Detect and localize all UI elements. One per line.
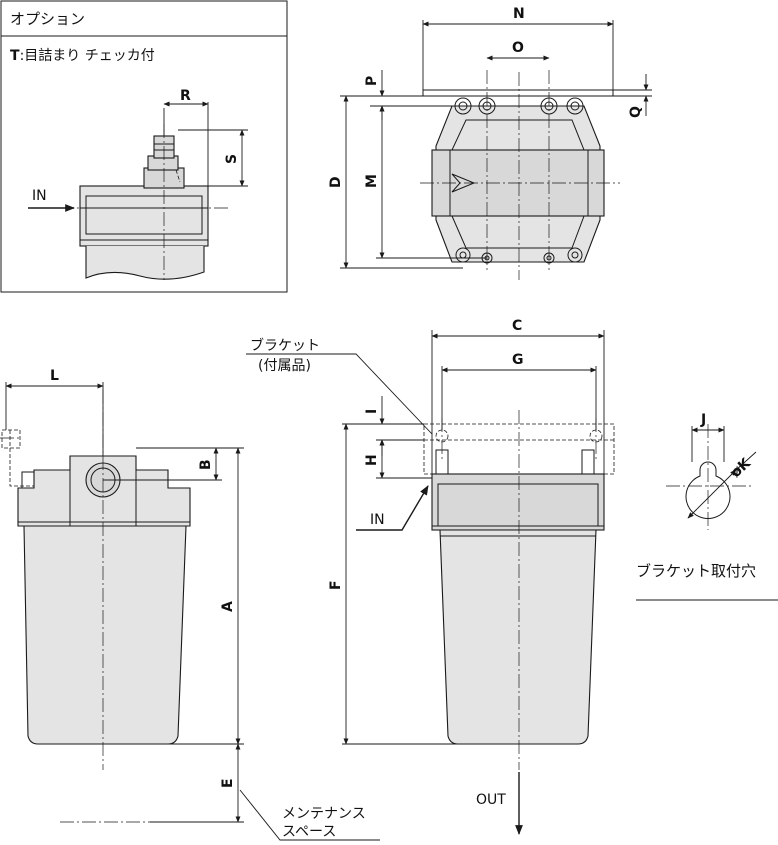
option-code: T <box>10 48 20 64</box>
dim-B: B <box>198 459 214 470</box>
dim-F: F <box>328 580 344 590</box>
side-view: L B A E メンテナンス スペース <box>0 368 380 841</box>
option-box-title: オプション <box>10 10 85 28</box>
dim-D: D <box>328 176 344 188</box>
dim-E: E <box>220 778 236 788</box>
dim-P: P <box>364 76 380 86</box>
dim-R: R <box>180 88 191 104</box>
out-label: OUT <box>476 792 506 808</box>
dim-A: A <box>220 601 236 612</box>
bracket-hole-label: ブラケット取付穴 <box>636 562 756 580</box>
dim-O: O <box>512 40 524 56</box>
dim-G: G <box>512 352 524 368</box>
option-in-label: IN <box>32 188 47 204</box>
maintenance-label-2: スペース <box>282 824 336 840</box>
bracket-label-1: ブラケット <box>250 337 320 354</box>
dim-Q: Q <box>628 106 644 118</box>
dim-M: M <box>364 174 380 188</box>
top-view: N O P Q D M <box>328 6 652 280</box>
bracket-hole-detail: J øK ブラケット取付穴 <box>636 412 778 601</box>
dim-I: I <box>364 409 380 414</box>
dim-S: S <box>224 154 240 164</box>
option-box: オプション T:目詰まり チェッカ付 IN R S <box>0 0 288 293</box>
dim-K: øK <box>728 455 755 481</box>
dim-L: L <box>50 368 59 384</box>
dim-J: J <box>700 412 706 428</box>
dim-C: C <box>512 318 522 334</box>
front-in-label: IN <box>370 512 385 528</box>
svg-text:T:目詰まり チェッカ付: T:目詰まり チェッカ付 <box>10 48 155 64</box>
maintenance-label-1: メンテナンス <box>282 806 366 822</box>
dim-H: H <box>364 454 380 466</box>
bracket-label-2: (付属品) <box>258 358 311 374</box>
dim-N: N <box>513 6 525 22</box>
front-view: C G I H F ブラケット (付属品) IN OUT <box>246 318 615 835</box>
option-description: :目詰まり チェッカ付 <box>20 48 155 64</box>
